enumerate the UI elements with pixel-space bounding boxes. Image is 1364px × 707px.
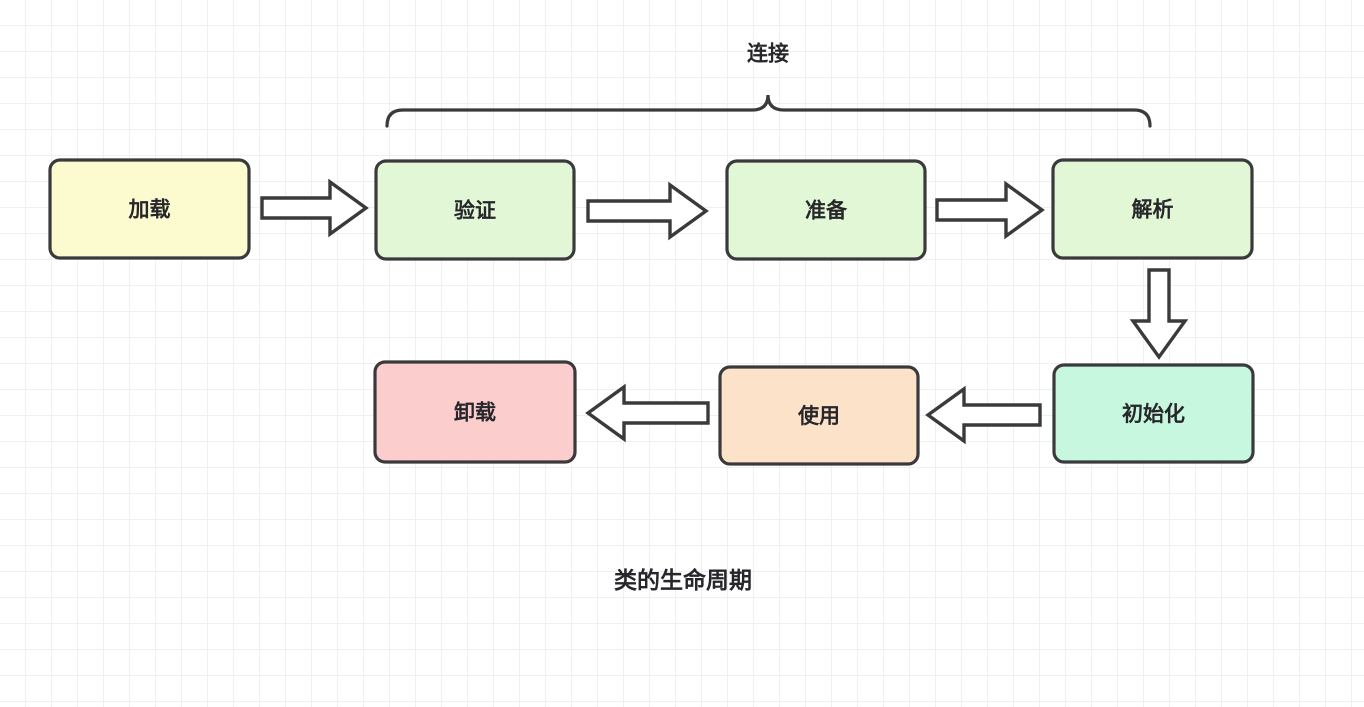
arrows-group [260, 178, 1189, 445]
node-initialize[interactable]: 初始化 [1052, 363, 1255, 464]
node-use[interactable]: 使用 [718, 365, 920, 466]
arrow-resolve-to-initialize [1129, 268, 1189, 360]
node-resolve[interactable]: 解析 [1051, 158, 1254, 260]
node-unload-label: 卸载 [454, 401, 496, 425]
arrow-use-to-unload [585, 383, 710, 443]
diagram-caption: 类的生命周期 [614, 567, 752, 593]
node-load[interactable]: 加载 [48, 158, 251, 260]
node-verify-shape [374, 159, 576, 261]
node-unload[interactable]: 卸载 [373, 360, 577, 464]
arrow-prepare-to-resolve [935, 180, 1045, 240]
linking-brace-group: 连接 [385, 42, 1152, 128]
node-prepare-shape [725, 159, 927, 261]
node-verify-label: 验证 [454, 199, 496, 223]
node-use-shape [718, 365, 920, 466]
node-load-shape [48, 158, 251, 260]
arrow-verify-to-prepare [586, 181, 709, 241]
node-load-label: 加载 [128, 198, 171, 222]
arrow-load-to-verify [260, 178, 369, 238]
arrow-initialize-to-use [925, 385, 1042, 445]
node-unload-shape [373, 360, 577, 464]
node-verify[interactable]: 验证 [374, 159, 576, 261]
node-prepare[interactable]: 准备 [725, 159, 927, 261]
node-use-label: 使用 [797, 404, 840, 428]
linking-brace [385, 94, 1152, 128]
node-initialize-label: 初始化 [1122, 402, 1185, 426]
node-prepare-label: 准备 [805, 199, 848, 223]
node-resolve-shape [1051, 158, 1254, 260]
node-resolve-label: 解析 [1132, 198, 1174, 222]
node-initialize-shape [1052, 363, 1255, 464]
linking-brace-label: 连接 [747, 42, 789, 66]
